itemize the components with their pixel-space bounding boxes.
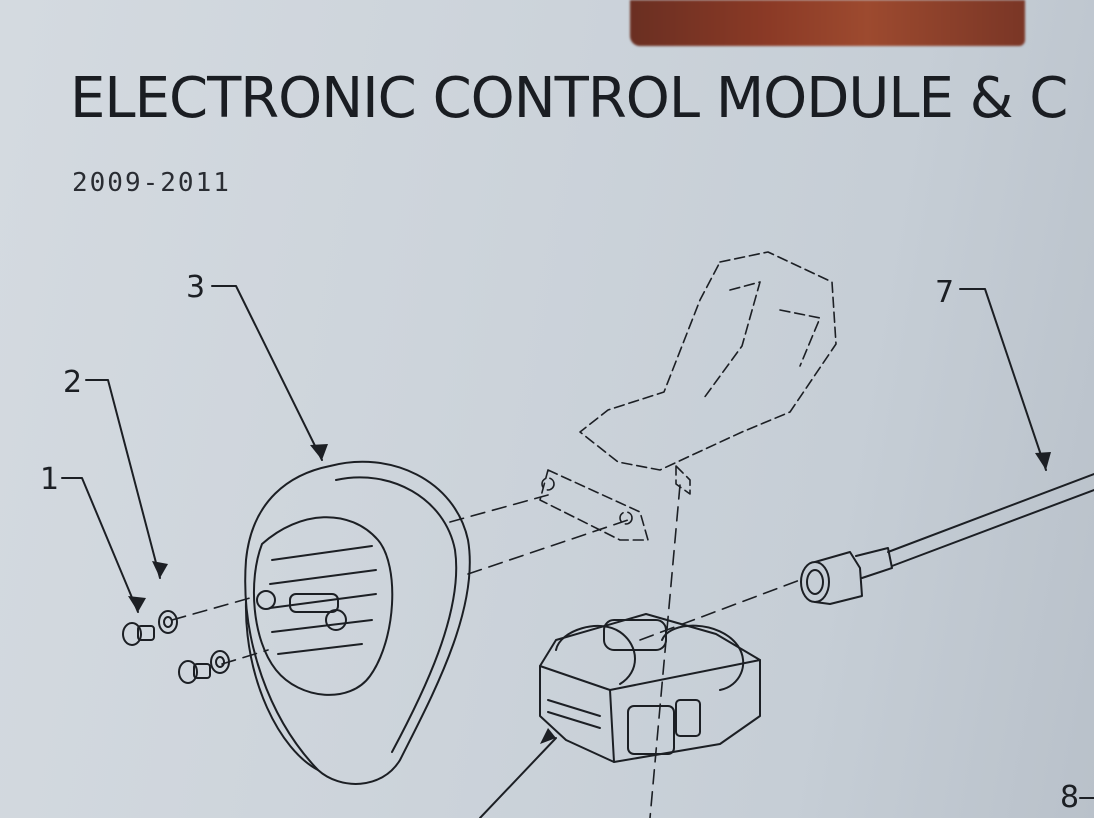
callout-3: 3 (186, 270, 206, 305)
callout-1: 1 (40, 462, 60, 497)
callout-8: 8 (1060, 780, 1080, 815)
assembly-lines (171, 484, 801, 818)
screw-1 (122, 610, 178, 646)
mounting-bracket (539, 251, 837, 541)
model-years: 2009-2011 (72, 168, 231, 198)
callout-7: 7 (935, 275, 955, 310)
callout-2: 2 (63, 365, 83, 400)
leader-lines (61, 285, 1094, 818)
harness-connector (800, 473, 1094, 605)
module-cover (244, 460, 471, 785)
leader-arrowheads (128, 444, 1051, 744)
title-area: ELECTRONIC CONTROL MODULE & C (0, 0, 1094, 160)
diagram-title: ELECTRONIC CONTROL MODULE & C (70, 66, 1068, 131)
control-module (539, 613, 761, 763)
screw-2 (178, 650, 230, 684)
orange-sticker (630, 0, 1025, 46)
